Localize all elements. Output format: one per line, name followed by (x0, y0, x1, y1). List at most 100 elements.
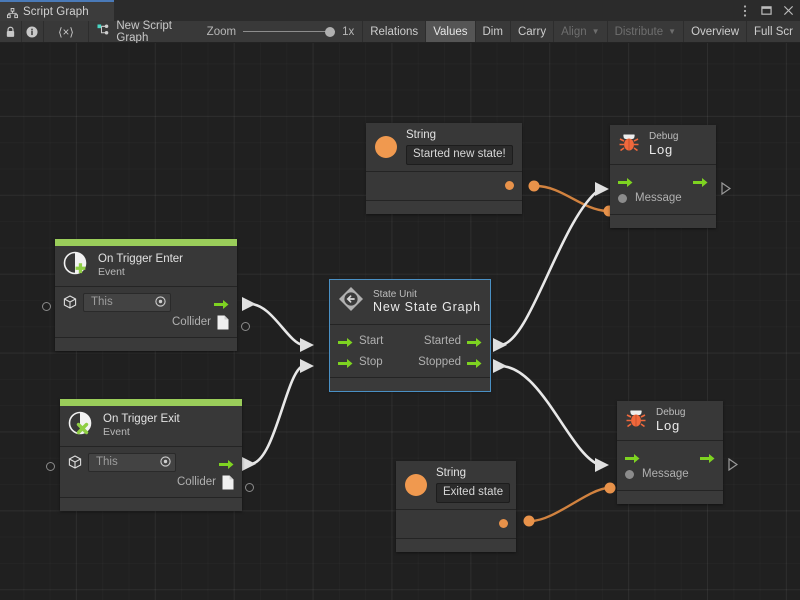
target-object-value: This (96, 456, 118, 468)
target-object-field[interactable]: This (88, 453, 176, 472)
row-collider: Collider (68, 472, 234, 492)
node-footer (330, 377, 490, 391)
wire-arrow-stopped-out (493, 359, 507, 373)
node-debug-log-top[interactable]: Debug Log Message (610, 125, 716, 228)
node-body (396, 509, 516, 538)
document-icon (217, 315, 229, 330)
node-title: Debug (649, 131, 678, 143)
string-value-input[interactable]: Started new state! (406, 145, 513, 165)
port-stop-in[interactable] (338, 356, 353, 367)
port-flow-out[interactable] (700, 451, 715, 462)
node-on-trigger-exit[interactable]: On Trigger Exit Event This (60, 399, 242, 511)
node-header: String Exited state (396, 461, 516, 509)
toolbar-distribute[interactable]: Distribute ▼ (607, 21, 684, 42)
toolbar-fullscreen-label: Full Scr (754, 26, 793, 38)
port-started-out[interactable] (467, 335, 482, 346)
graph-canvas[interactable]: String Started new state! (0, 43, 800, 600)
port-flow-in[interactable] (618, 175, 633, 186)
zoom-slider[interactable] (243, 26, 335, 38)
toolbar-relations-label: Relations (370, 26, 418, 38)
document-icon (222, 475, 234, 490)
port-message-in[interactable] (618, 194, 627, 203)
port-value-out[interactable] (499, 519, 508, 528)
row-target: This (63, 292, 229, 312)
port-message-label: Message (642, 468, 689, 480)
target-object-field[interactable]: This (83, 293, 171, 312)
node-body (366, 171, 522, 200)
toolbar-dim[interactable]: Dim (475, 21, 510, 42)
node-debug-log-bottom[interactable]: Debug Log Message (617, 401, 723, 504)
port-message-in[interactable] (625, 470, 634, 479)
toolbar-right-group: Relations Values Dim Carry Align ▼ Distr… (362, 21, 800, 42)
port-flow-out-log-bottom[interactable] (728, 458, 738, 476)
node-title: On Trigger Exit (103, 413, 180, 426)
port-flow-out-log-top[interactable] (721, 182, 731, 200)
graph-name-field[interactable]: New Script Graph (89, 21, 198, 42)
toolbar-values[interactable]: Values (425, 21, 474, 42)
wire-string-to-message-bottom (531, 488, 608, 521)
chevron-down-icon: ▼ (668, 27, 676, 36)
zoom-slider-knob[interactable] (325, 27, 335, 37)
toolbar-overview[interactable]: Overview (683, 21, 746, 42)
node-body: Message (617, 440, 723, 490)
port-start-in[interactable] (338, 335, 353, 346)
wire-arrow-exit-out (242, 457, 256, 471)
string-value-input[interactable]: Exited state (436, 483, 510, 503)
node-subtitle: Log (649, 143, 678, 158)
port-stopped-out[interactable] (467, 356, 482, 367)
node-string-bottom[interactable]: String Exited state (396, 461, 516, 552)
graph-name-label: New Script Graph (116, 20, 188, 44)
node-body: Message (610, 164, 716, 214)
port-flow-out[interactable] (214, 297, 229, 308)
node-state-unit[interactable]: State Unit New State Graph Start Started (330, 280, 490, 391)
code-toggle-button[interactable]: ⟨×⟩ (44, 21, 90, 42)
zoom-slider-track (243, 31, 335, 33)
toolbar-carry-label: Carry (518, 26, 546, 38)
port-target-enter-in[interactable] (42, 302, 51, 311)
node-subtitle: Event (98, 266, 183, 278)
toolbar-dim-label: Dim (483, 26, 503, 38)
info-icon (26, 26, 38, 38)
more-options-icon[interactable] (738, 4, 751, 17)
node-footer (396, 538, 516, 552)
state-unit-icon (338, 286, 364, 317)
maximize-icon[interactable] (760, 4, 773, 17)
port-target-exit-in[interactable] (46, 462, 55, 471)
node-on-trigger-enter[interactable]: On Trigger Enter Event This (55, 239, 237, 351)
tab-script-graph[interactable]: Script Graph (0, 0, 114, 21)
toolbar-distribute-label: Distribute (615, 26, 664, 38)
node-subtitle: Log (656, 419, 685, 434)
wire-endpoint-out-top (529, 181, 540, 192)
title-bar: Script Graph (0, 0, 800, 21)
lock-icon (5, 26, 16, 38)
toolbar-align[interactable]: Align ▼ (553, 21, 607, 42)
port-flow-in[interactable] (625, 451, 640, 462)
zoom-control[interactable]: Zoom 1x (199, 21, 363, 42)
toolbar-relations[interactable]: Relations (362, 21, 425, 42)
row-message: Message (625, 464, 715, 484)
toolbar-fullscreen[interactable]: Full Scr (746, 21, 800, 42)
object-picker-icon[interactable] (155, 296, 166, 307)
port-value-out[interactable] (505, 181, 514, 190)
toolbar-values-label: Values (433, 26, 467, 38)
node-header: On Trigger Enter Event (55, 246, 237, 286)
object-picker-icon[interactable] (160, 456, 171, 467)
port-collider-enter-out[interactable] (241, 322, 250, 331)
port-flow-out[interactable] (693, 175, 708, 186)
info-button[interactable] (22, 21, 44, 42)
row-message: Message (618, 188, 708, 208)
code-toggle-label: ⟨×⟩ (58, 25, 74, 39)
lock-button[interactable] (0, 21, 22, 42)
toolbar-carry[interactable]: Carry (510, 21, 553, 42)
port-flow-out[interactable] (219, 457, 234, 468)
node-title: Debug (656, 407, 685, 419)
close-icon[interactable] (782, 4, 795, 17)
node-header: On Trigger Exit Event (60, 406, 242, 446)
node-string-top[interactable]: String Started new state! (366, 123, 522, 214)
cube-icon (68, 455, 82, 469)
on-trigger-exit-icon (68, 411, 94, 440)
script-graph-icon (97, 24, 110, 39)
wire-arrow-enter-out (242, 297, 256, 311)
port-collider-exit-out[interactable] (245, 483, 254, 492)
